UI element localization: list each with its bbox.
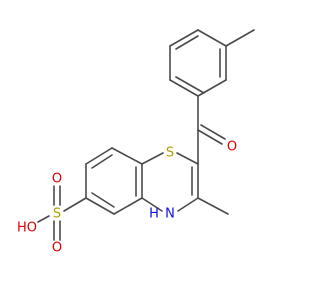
bond: [113, 197, 143, 215]
nh-hydrogen-label: H: [149, 207, 159, 222]
bond: [200, 124, 226, 140]
bond: [169, 29, 199, 47]
chemical-structure-diagram: S O H N S O O HO: [17, 29, 255, 256]
ring-sulfur-label: S: [166, 146, 174, 161]
bond: [91, 192, 115, 208]
bond: [197, 79, 227, 97]
bond: [37, 215, 50, 223]
sulfonyl-oxygen-bottom-label: O: [52, 241, 62, 256]
bond: [85, 147, 113, 165]
bond: [141, 152, 164, 165]
bond: [175, 76, 205, 94]
sulfonyl-sulfur-label: S: [53, 207, 61, 222]
bond: [225, 29, 255, 47]
bond: [177, 197, 199, 212]
bond: [111, 147, 143, 165]
bond: [197, 197, 229, 215]
hydroxyl-label: HO: [17, 221, 37, 236]
bond: [63, 197, 87, 212]
nh-nitrogen-label: N: [165, 207, 175, 222]
bond: [176, 152, 199, 165]
sulfonyl-oxygen-top-label: O: [52, 172, 62, 187]
bond: [85, 197, 115, 215]
bond: [197, 129, 223, 145]
bond: [141, 197, 163, 212]
atom-labels: S O H N S O O HO: [17, 140, 237, 256]
bond: [91, 154, 113, 169]
bond: [175, 35, 199, 50]
ketone-oxygen-label: O: [227, 140, 237, 155]
bond: [169, 79, 199, 97]
bond-lines: [37, 29, 255, 241]
bond: [197, 29, 227, 47]
